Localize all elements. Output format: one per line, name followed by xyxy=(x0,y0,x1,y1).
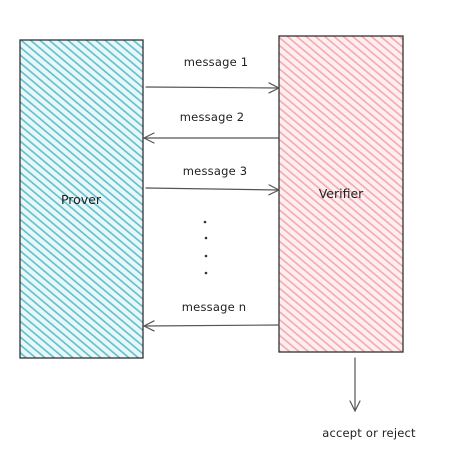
message-3-arrow: message 3 xyxy=(145,164,279,190)
outcome-label: accept or reject xyxy=(322,426,416,440)
outcome-arrow: accept or reject xyxy=(322,357,416,440)
message-1-label: message 1 xyxy=(184,55,248,69)
message-2-label: message 2 xyxy=(180,110,244,124)
message-3-label: message 3 xyxy=(183,164,247,178)
ellipsis-dots xyxy=(203,220,208,275)
verifier-box: Verifier xyxy=(278,35,404,353)
verifier-label: Verifier xyxy=(319,186,364,201)
message-n-label: message n xyxy=(182,300,246,314)
prover-label: Prover xyxy=(61,192,102,207)
message-2-arrow: message 2 xyxy=(144,110,279,138)
prover-box: Prover xyxy=(19,39,144,359)
message-1-arrow: message 1 xyxy=(145,55,279,88)
message-n-arrow: message n xyxy=(144,300,280,326)
